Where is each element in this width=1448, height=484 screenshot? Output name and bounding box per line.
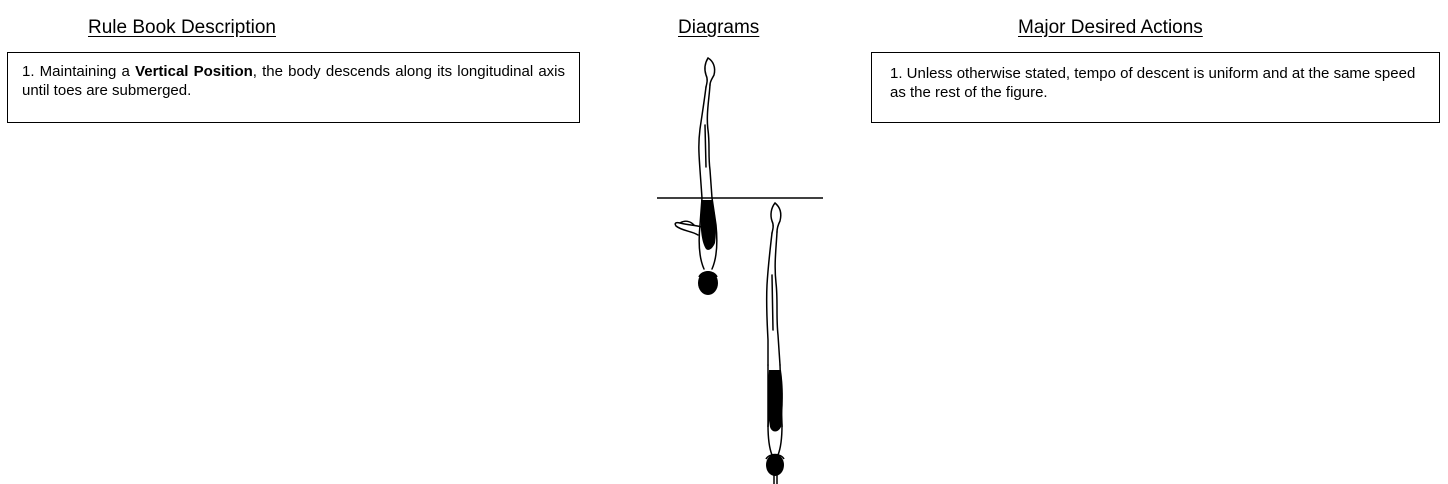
vertical-position-term: Vertical Position <box>135 63 253 80</box>
swimmer-head-2 <box>766 454 784 476</box>
rule-book-text-lead: 1. Maintaining a <box>22 63 135 80</box>
major-desired-actions-box: 1. Unless otherwise stated, tempo of des… <box>871 52 1440 123</box>
major-desired-actions-text: 1. Unless otherwise stated, tempo of des… <box>890 65 1415 101</box>
rule-book-description-header: Rule Book Description <box>88 16 276 40</box>
vertical-descent-diagram <box>650 55 830 484</box>
diagrams-header: Diagrams <box>678 16 759 40</box>
swimsuit-shape <box>701 200 716 250</box>
rule-book-description-box: 1. Maintaining a Vertical Position, the … <box>7 52 580 123</box>
major-desired-actions-header: Major Desired Actions <box>1018 16 1203 40</box>
